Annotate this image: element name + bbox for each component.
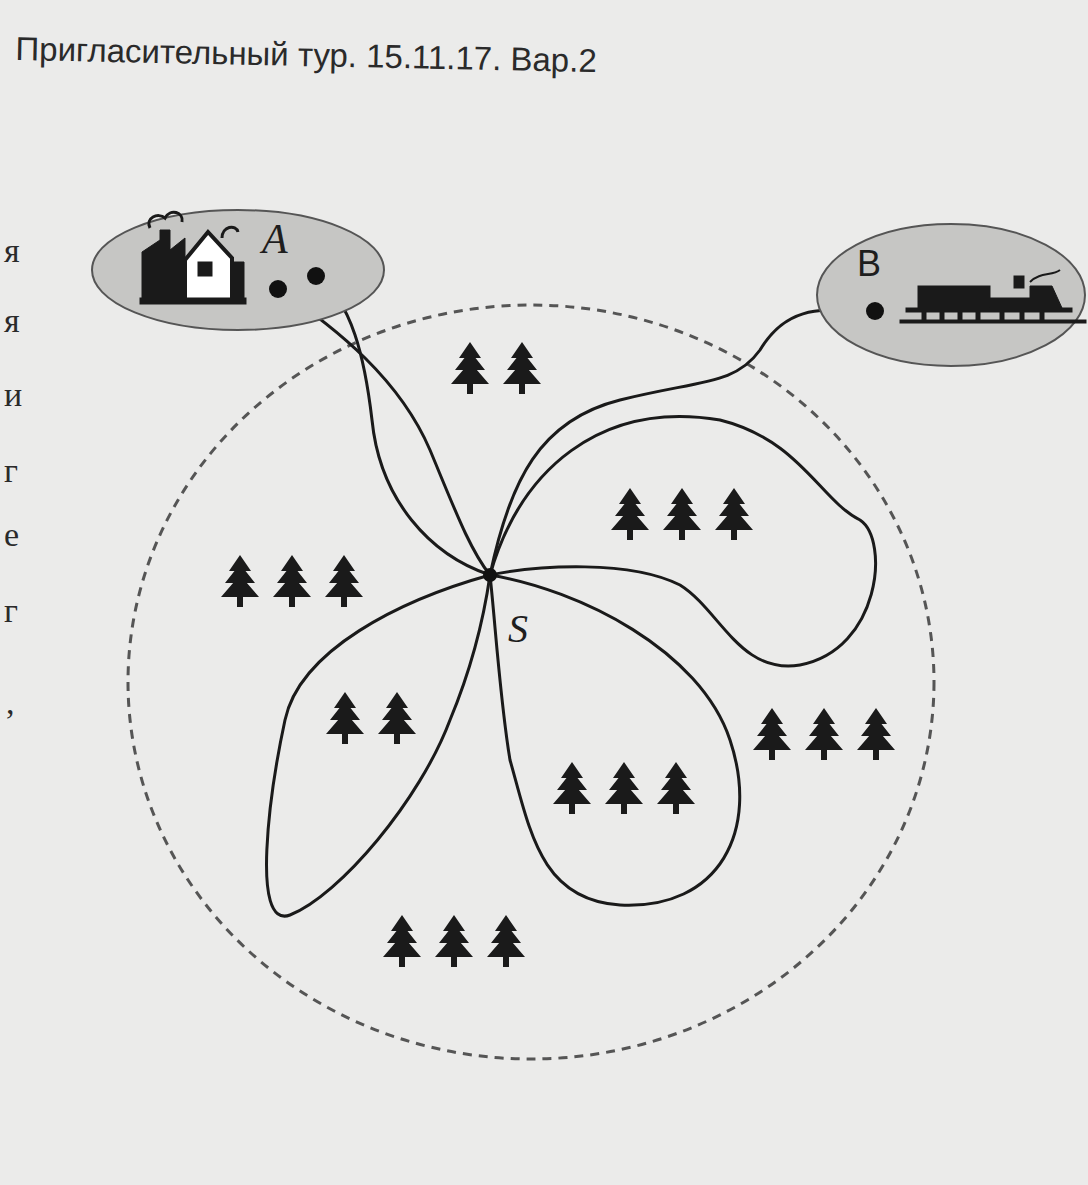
margin-text-fragment: , bbox=[6, 684, 15, 722]
margin-text-fragment: я bbox=[4, 302, 20, 340]
station-area-shape bbox=[815, 222, 1087, 368]
margin-text-fragment: и bbox=[4, 376, 22, 414]
point-letter: A bbox=[262, 218, 288, 260]
margin-text-fragment: я bbox=[4, 232, 20, 270]
town-area: A bbox=[90, 208, 386, 332]
point-letter: B bbox=[857, 246, 881, 282]
road-line bbox=[278, 289, 490, 575]
town-area-shape bbox=[90, 208, 386, 332]
margin-text-fragment: е bbox=[4, 516, 19, 554]
margin-text-fragment: г bbox=[4, 452, 18, 490]
page-heading: Пригласительный тур. 15.11.17. Вар.2 bbox=[15, 30, 597, 80]
junction-point: S bbox=[468, 553, 548, 663]
road-line bbox=[316, 276, 490, 575]
forest-trees bbox=[221, 342, 895, 967]
station-area: B bbox=[815, 222, 1087, 368]
dashed-boundary bbox=[128, 305, 934, 1059]
train-icon bbox=[900, 270, 1086, 323]
road-line bbox=[490, 310, 875, 575]
point-letter: S bbox=[506, 609, 530, 649]
factory-icon bbox=[140, 212, 246, 304]
loop-roads bbox=[267, 417, 876, 917]
margin-text-fragment: г bbox=[4, 592, 18, 630]
